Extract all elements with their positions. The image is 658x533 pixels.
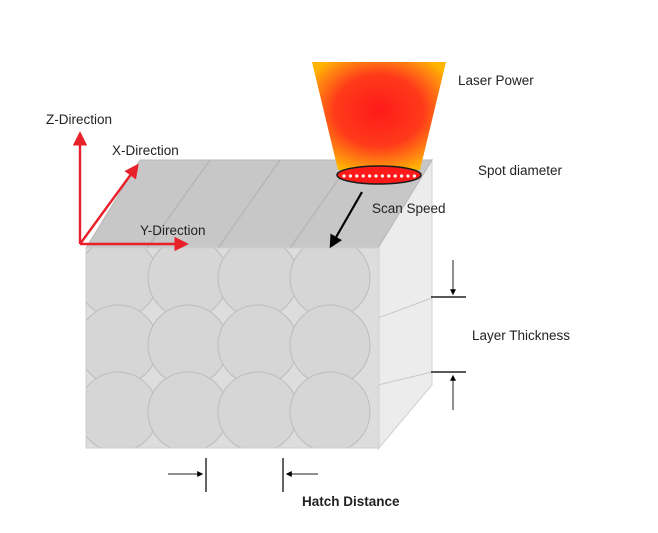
- laser-cone-icon: [312, 62, 446, 170]
- label-z-direction: Z-Direction: [46, 112, 112, 127]
- laser-spot-dot: [368, 174, 372, 178]
- laser-spot-dot: [406, 174, 410, 178]
- track-line: [217, 159, 281, 249]
- label-laser-power: Laser Power: [458, 73, 534, 88]
- block-front-face: [86, 248, 379, 448]
- laser-spot-dot: [355, 174, 359, 178]
- label-spot-diameter: Spot diameter: [478, 163, 563, 178]
- laser-spot-dot: [348, 174, 352, 178]
- laser-spot-dot: [393, 174, 397, 178]
- label-x-direction: X-Direction: [112, 143, 179, 158]
- side-layer-line: [377, 371, 433, 386]
- label-y-direction: Y-Direction: [140, 223, 206, 238]
- laser-spot-dot: [400, 174, 404, 178]
- laser-spot-dot: [380, 174, 384, 178]
- laser-spot-dot: [374, 174, 378, 178]
- melt-pool: [217, 371, 299, 448]
- track-line: [146, 159, 211, 249]
- laser-spot-dot: [342, 174, 346, 178]
- front-face-outline: [85, 247, 380, 449]
- x-axis-arrow: [79, 163, 139, 245]
- laser-spot-dot: [361, 174, 365, 178]
- laser-spot-dot: [387, 174, 391, 178]
- label-hatch-distance: Hatch Distance: [302, 494, 400, 509]
- side-layer-line: [377, 297, 433, 319]
- label-layer-thickness: Layer Thickness: [472, 328, 570, 343]
- melt-pool: [147, 371, 229, 448]
- scan-speed-arrow: [329, 191, 363, 249]
- laser-spot-dots: [342, 174, 416, 178]
- melt-pool-grid: [86, 248, 371, 448]
- melt-pool: [289, 371, 371, 448]
- laser-spot-icon: [336, 165, 422, 185]
- melt-pool: [86, 371, 159, 448]
- label-scan-speed: Scan Speed: [372, 201, 446, 216]
- laser-spot-dot: [412, 174, 416, 178]
